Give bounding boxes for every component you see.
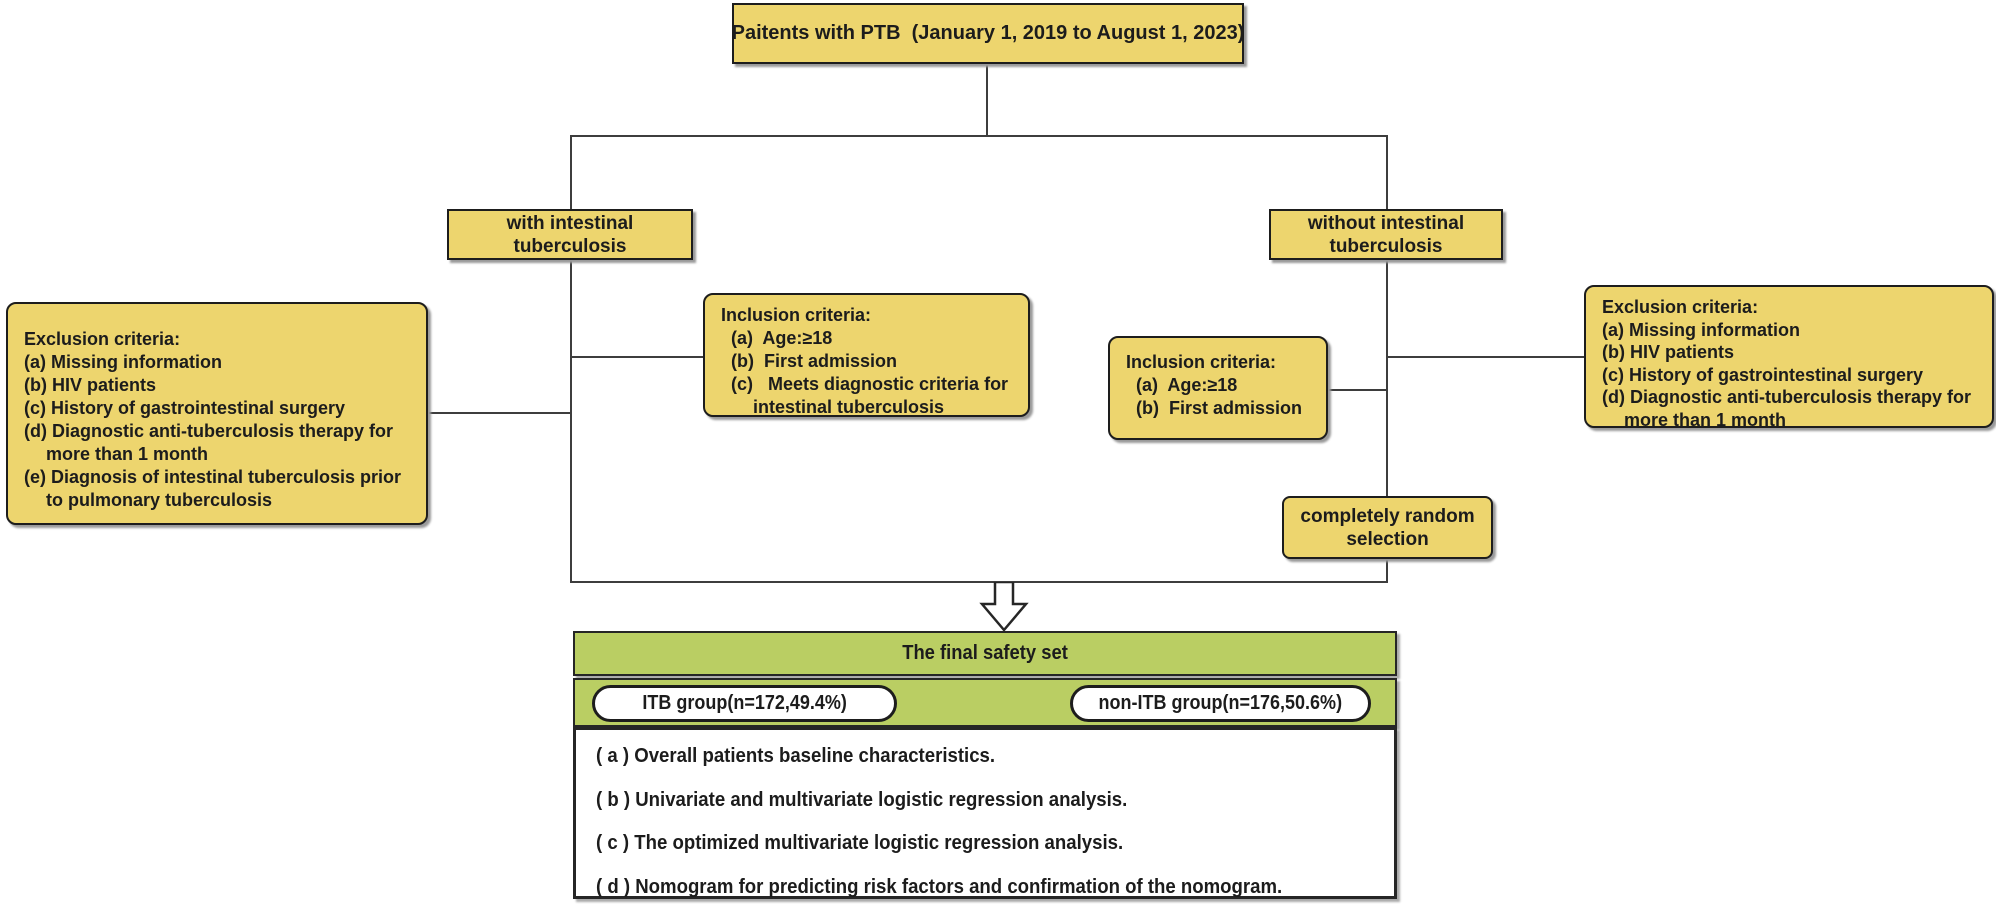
criteria-item: (b) First admission bbox=[731, 351, 898, 371]
criteria-item: (c) History of gastrointestinal surgery bbox=[24, 398, 346, 418]
criteria-item: (d) Diagnostic anti-tuberculosis therapy… bbox=[24, 421, 394, 464]
node-label: completely random selection bbox=[1300, 505, 1480, 550]
criteria-list: (a) Age:≥18 (b) First admission (c) Meets … bbox=[721, 327, 1020, 419]
criteria-list: (a) Missing information(b) HIV patients(… bbox=[1602, 319, 1982, 432]
connector-line bbox=[986, 64, 988, 136]
pill-label: ITB group(n=172,49.4%) bbox=[642, 692, 847, 714]
criteria-item: (a) Missing information bbox=[1602, 319, 1800, 340]
criteria-item: (e) Diagnosis of intestinal tuberculosis… bbox=[24, 467, 402, 510]
node-label: Paitents with PTB (January 1, 2019 to Au… bbox=[731, 22, 1245, 44]
criteria-item: (a) Age:≥18 bbox=[731, 328, 833, 348]
analyses-list-box: ( a ) Overall patients baseline characte… bbox=[573, 727, 1397, 899]
analysis-item: ( b ) Univariate and multivariate logist… bbox=[596, 788, 1128, 811]
connector-line bbox=[1387, 356, 1586, 358]
node-patients-with-ptb: Paitents with PTB (January 1, 2019 to Au… bbox=[732, 3, 1244, 64]
group-band: ITB group(n=172,49.4%) non-ITB group(n=1… bbox=[573, 678, 1397, 727]
connector-line bbox=[570, 136, 572, 210]
box-exclusion-criteria-itb: Exclusion criteria: (a) Missing informat… bbox=[6, 302, 428, 525]
connector-line bbox=[570, 259, 572, 583]
node-label: with intestinal tuberculosis bbox=[506, 212, 639, 257]
criteria-title: Inclusion criteria: bbox=[1126, 352, 1277, 372]
connector-line bbox=[427, 412, 572, 414]
connector-line bbox=[1327, 389, 1388, 391]
criteria-title: Exclusion criteria: bbox=[24, 329, 181, 349]
connector-line bbox=[1386, 136, 1388, 210]
criteria-title: Exclusion criteria: bbox=[1602, 297, 1759, 317]
node-completely-random-selection: completely random selection bbox=[1282, 496, 1493, 559]
criteria-item: (b) HIV patients bbox=[1602, 342, 1735, 362]
connector-line bbox=[1386, 557, 1388, 583]
criteria-list: (a) Missing information (b) HIV patients (… bbox=[24, 351, 416, 512]
analysis-item: ( d ) Nomogram for predicting risk facto… bbox=[596, 875, 1283, 898]
box-inclusion-criteria-non-itb: Inclusion criteria: (a) Age:≥18 (b) First… bbox=[1108, 336, 1328, 440]
connector-line bbox=[1386, 259, 1388, 497]
node-without-intestinal-tuberculosis: without intestinal tuberculosis bbox=[1269, 209, 1503, 260]
node-label: without intestinal tuberculosis bbox=[1307, 212, 1470, 257]
pill-label: non-ITB group(n=176,50.6%) bbox=[1098, 692, 1343, 714]
connector-line bbox=[570, 581, 1388, 583]
criteria-item: (c) History of gastrointestinal surgery bbox=[1602, 364, 1924, 385]
criteria-item: (b) First admission bbox=[1136, 398, 1303, 418]
node-with-intestinal-tuberculosis: with intestinal tuberculosis bbox=[447, 209, 693, 260]
box-exclusion-criteria-non-itb: Exclusion criteria: (a) Missing informat… bbox=[1584, 285, 1994, 430]
criteria-item: (b) HIV patients bbox=[24, 375, 157, 395]
criteria-list: (a) Age:≥18 (b) First admission bbox=[1126, 374, 1318, 420]
non-itb-group-pill: non-ITB group(n=176,50.6%) bbox=[1070, 685, 1371, 722]
analyses-list: ( a ) Overall patients baseline characte… bbox=[596, 735, 1394, 904]
connector-line bbox=[570, 135, 1388, 137]
criteria-item: (a) Age:≥18 bbox=[1136, 375, 1238, 395]
criteria-item: (d) Diagnostic anti-tuberculosis therapy… bbox=[1602, 387, 1972, 430]
connector-line bbox=[571, 356, 705, 358]
final-safety-set-header: The final safety set bbox=[573, 631, 1397, 676]
box-inclusion-criteria-itb: Inclusion criteria: (a) Age:≥18 (b) First… bbox=[703, 293, 1030, 417]
header-label: The final safety set bbox=[902, 642, 1068, 664]
analysis-item: ( c ) The optimized multivariate logisti… bbox=[596, 832, 1124, 855]
analysis-item: ( a ) Overall patients baseline characte… bbox=[596, 745, 996, 768]
criteria-item: (a) Missing information bbox=[24, 352, 222, 372]
down-arrow-icon bbox=[979, 582, 1029, 632]
itb-group-pill: ITB group(n=172,49.4%) bbox=[592, 685, 897, 722]
criteria-title: Inclusion criteria: bbox=[721, 305, 872, 325]
